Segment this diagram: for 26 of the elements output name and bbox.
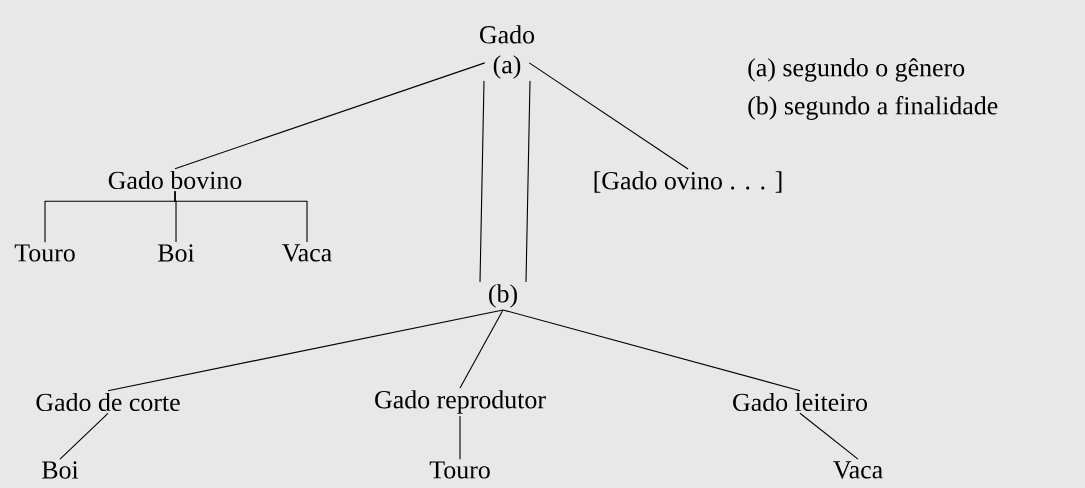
connector-line [459, 415, 461, 460]
node-label: Gado bovino [108, 170, 242, 190]
connector-line [479, 80, 485, 283]
connector-line [59, 412, 109, 460]
node-label: Boi [42, 461, 79, 479]
connector-line [459, 309, 504, 389]
connector-line [174, 62, 486, 170]
node-label: Gado leiteiro [733, 392, 867, 412]
node-label: Touro [14, 244, 75, 262]
node-label: Gado (a) [480, 25, 535, 79]
connector-line [502, 309, 801, 392]
node-label: Vaca [833, 461, 883, 479]
node-label: Touro [429, 461, 490, 479]
legend-note: (b) segundo a finalidade [748, 96, 998, 120]
connector-line [528, 62, 689, 170]
connector-line [525, 80, 531, 283]
node-label: Vaca [282, 244, 332, 262]
node-label: (b) [489, 284, 517, 308]
connector-line [799, 412, 859, 460]
node-label: Gado reprodutor [375, 390, 546, 414]
node-label: [Gado ovino . . . ] [594, 171, 782, 193]
connector-line [174, 190, 308, 243]
connector-line [107, 309, 504, 392]
legend-note: (a) segundo o gênero [748, 58, 965, 82]
node-label: Boi [158, 244, 195, 262]
node-label: Gado de corte [36, 392, 180, 412]
